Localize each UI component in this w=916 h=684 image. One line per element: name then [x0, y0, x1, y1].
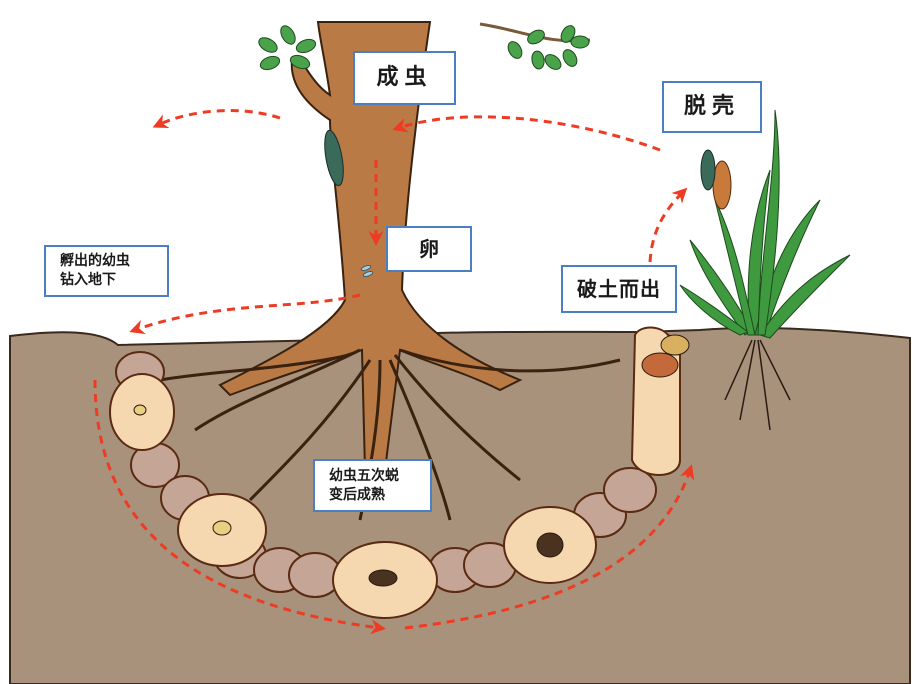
tree-roots: [159, 348, 621, 521]
arrow-molt-to-adult: [392, 115, 661, 152]
label-hatch-line1: 孵出的幼虫: [60, 253, 130, 270]
label-adult: 成虫: [353, 51, 456, 105]
tree: [159, 21, 621, 521]
grass-roots: [724, 339, 791, 431]
label-emerge: 破土而出: [561, 265, 677, 313]
leaves-left: [258, 25, 317, 71]
label-egg-text: 卵: [419, 236, 439, 261]
molting-cicada: [700, 149, 716, 191]
label-molt: 脱壳: [662, 81, 762, 133]
soil-ground: [9, 327, 911, 684]
label-adult-text: 成虫: [376, 65, 433, 91]
label-molt-text: 脱壳: [683, 94, 740, 120]
leaves-right: [507, 25, 590, 70]
label-nymph: 幼虫五次蜕 变后成熟: [313, 459, 432, 512]
arrow-underground-left: [93, 379, 386, 635]
arrow-adult-away: [152, 109, 281, 128]
eggs-in-branch: [360, 264, 374, 278]
adult-cicada-on-trunk: [324, 129, 344, 187]
arrow-egg-to-hatch: [129, 293, 361, 335]
nymph-insects: [133, 334, 690, 587]
label-hatch: 孵出的幼虫 钻入地下: [44, 245, 169, 297]
label-emerge-text: 破土而出: [577, 276, 661, 301]
label-nymph-line2: 变后成熟: [329, 486, 385, 503]
grass: [679, 109, 851, 339]
cycle-arrows: [93, 109, 695, 635]
label-egg: 卵: [386, 226, 472, 272]
label-nymph-line1: 幼虫五次蜕: [329, 467, 399, 484]
molting-cicada-shell: [712, 160, 732, 210]
label-hatch-line2: 钻入地下: [60, 272, 116, 288]
arrow-emerge-to-molt: [648, 187, 688, 263]
arrow-underground-right: [404, 464, 695, 630]
